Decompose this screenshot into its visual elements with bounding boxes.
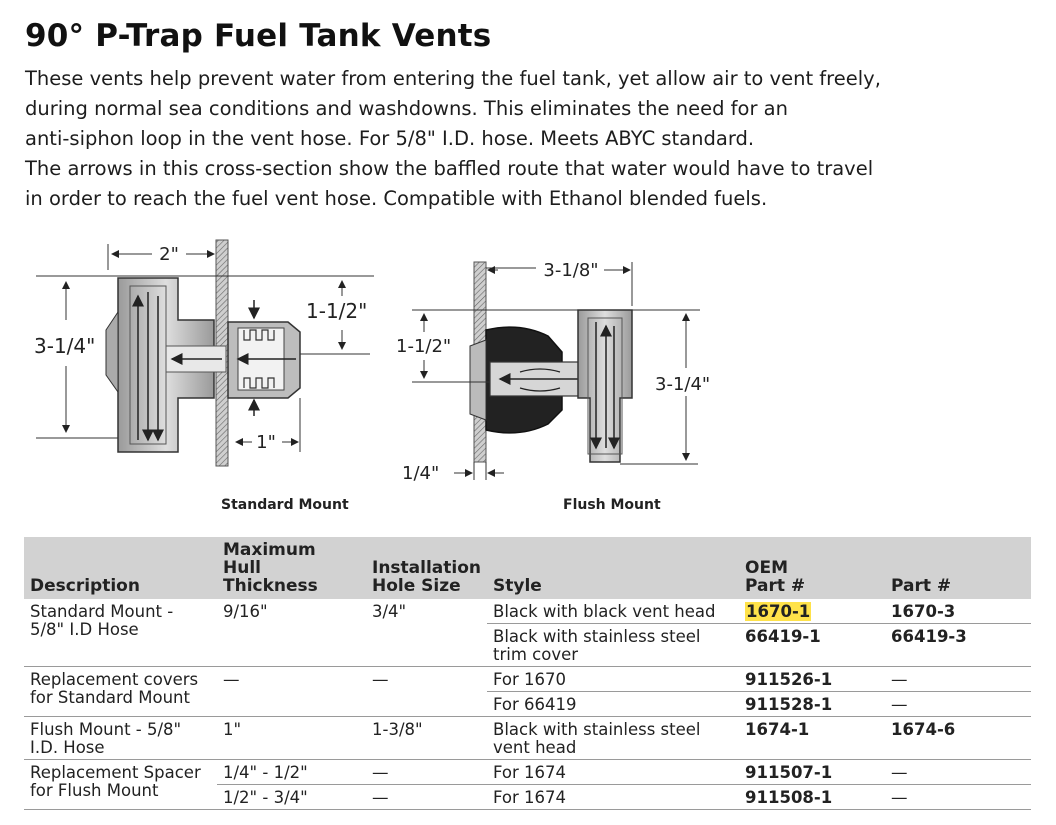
table-row: For 66419 911528-1 — [24, 691, 1031, 717]
intro-line: in order to reach the fuel vent hose. Co… [25, 187, 768, 210]
standard-mount-caption: Standard Mount [221, 497, 349, 513]
intro-line: These vents help prevent water from ente… [25, 67, 881, 90]
cell-oem: 66419-1 [739, 623, 886, 667]
cell-hole: — [366, 784, 488, 810]
cell-part: 66419-3 [885, 623, 1031, 667]
table-row: 1/2" - 3/4" — For 1674 911508-1 — [24, 784, 1031, 810]
cell-hull: 1/4" - 1/2" [217, 759, 366, 785]
highlighted-part-number: 1670-1 [745, 602, 812, 621]
table-row: Replacement Spacer for Flush Mount 1/4" … [24, 759, 1031, 810]
col-header-style: Style [493, 576, 542, 596]
cell-oem: 911507-1 [739, 759, 886, 785]
cell-hole: 1-3/8" [366, 716, 488, 760]
cell-hole: — [366, 759, 488, 785]
vent-body [577, 309, 633, 463]
cell-style: For 1674 [487, 784, 740, 810]
cell-oem: 1674-1 [739, 716, 886, 760]
cell-part: — [885, 691, 1031, 717]
intro-line: during normal sea conditions and washdow… [25, 97, 788, 120]
cell-hole: — [366, 666, 488, 717]
dim-height: 3-1/4" [34, 334, 95, 358]
dim-head: 1-1/2" [306, 299, 367, 323]
cell-hole: 3/4" [366, 599, 488, 667]
dim-head: 1-1/2" [396, 336, 451, 357]
cell-description: Replacement Spacer for Flush Mount [24, 759, 217, 810]
cell-part: — [885, 666, 1031, 692]
table-row: Replacement covers for Standard Mount — … [24, 666, 1031, 717]
cell-hull: 9/16" [217, 599, 366, 667]
cell-oem: 1670-1 [739, 599, 886, 624]
cell-part: — [885, 759, 1031, 785]
cell-description: Flush Mount - 5/8" I.D. Hose [24, 716, 217, 760]
cell-style: For 66419 [487, 691, 740, 717]
intro-line: anti-siphon loop in the vent hose. For 5… [25, 127, 755, 150]
dim-width: 2" [159, 244, 179, 265]
cell-style: For 1670 [487, 666, 740, 692]
table-row: Black with stainless steel trim cover 66… [24, 623, 1031, 667]
table-row: Flush Mount - 5/8" I.D. Hose 1" 1-3/8" B… [24, 716, 1031, 760]
cell-part: 1670-3 [885, 599, 1031, 624]
cell-description: Standard Mount - 5/8" I.D Hose [24, 599, 217, 667]
dim-bottom: 1/4" [402, 463, 439, 484]
vent-diagrams: 2" 3-1/4" 1-1/2" 1" 3-1/ [34, 239, 710, 484]
standard-mount-diagram: 2" 3-1/4" 1-1/2" 1" [34, 239, 374, 467]
col-header-description: Description [30, 576, 140, 596]
cell-part: — [885, 784, 1031, 810]
cell-oem: 911508-1 [739, 784, 886, 810]
flush-mount-diagram: 3-1/8" 1-1/2" 3-1/4" 1/4" [396, 260, 710, 484]
cell-hull: 1/2" - 3/4" [217, 784, 366, 810]
flush-mount-caption: Flush Mount [563, 497, 661, 513]
dim-width: 3-1/8" [543, 260, 598, 281]
col-header-part: Part # [891, 576, 952, 596]
cell-oem: 911526-1 [739, 666, 886, 692]
cell-hull: 1" [217, 716, 366, 760]
cell-style: Black with black vent head [487, 599, 740, 624]
cell-description: Replacement covers for Standard Mount [24, 666, 217, 717]
cell-style: Black with stainless steel trim cover [487, 623, 740, 667]
cell-part: 1674-6 [885, 716, 1031, 760]
cell-oem: 911528-1 [739, 691, 886, 717]
cell-style: Black with stainless steel vent head [487, 716, 740, 760]
intro-line: The arrows in this cross-section show th… [25, 157, 874, 180]
cell-style: For 1674 [487, 759, 740, 785]
cell-hull: — [217, 666, 366, 717]
dim-bottom: 1" [256, 432, 276, 453]
table-row: Standard Mount - 5/8" I.D Hose 9/16" 3/4… [24, 599, 1031, 667]
dim-height: 3-1/4" [655, 374, 710, 395]
intro-text: These vents help prevent water from ente… [25, 64, 1025, 214]
page-title: 90° P-Trap Fuel Tank Vents [25, 18, 492, 54]
